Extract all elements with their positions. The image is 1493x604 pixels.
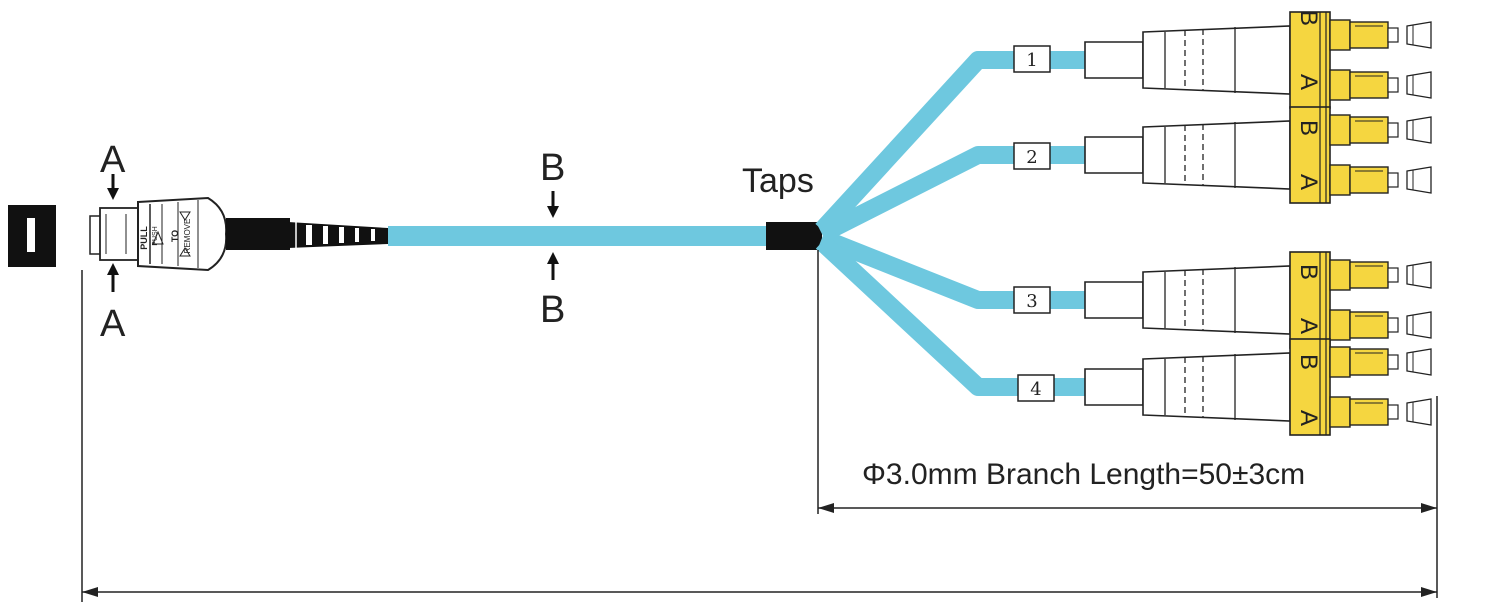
section-label-b-bottom: B	[540, 289, 565, 331]
svg-text:4: 4	[1030, 379, 1041, 400]
svg-text:2: 2	[1026, 147, 1037, 168]
breakout-tap	[766, 222, 822, 250]
connector-4-label-b: B	[1295, 354, 1322, 370]
connector-1-label-a: A	[1295, 74, 1322, 90]
taps-label: Taps	[742, 162, 814, 200]
arrow-up-icon-b	[547, 252, 559, 280]
branch-number-4: 4	[1017, 374, 1055, 402]
lc-duplex-connector-2: B A	[1084, 106, 1432, 204]
svg-text:1: 1	[1026, 50, 1037, 71]
svg-text:3: 3	[1026, 291, 1037, 312]
lc-duplex-connector-3: B A	[1084, 251, 1432, 349]
lc-duplex-connector-4: B A	[1084, 338, 1432, 436]
connector-4-label-a: A	[1295, 410, 1322, 426]
fanout-branches	[815, 51, 1085, 396]
branch-cable-4	[815, 235, 1085, 396]
branch-length-label: Φ3.0mm Branch Length=50±3cm	[862, 458, 1305, 491]
mpo-text-to: TO	[170, 230, 180, 242]
connector-2-label-b: B	[1295, 120, 1322, 136]
mpo-text-pull: PULL	[139, 226, 149, 250]
overall-length-dimension	[81, 270, 1437, 602]
section-label-a-bottom: A	[100, 303, 126, 345]
lc-duplex-connector-1: B A	[1084, 10, 1432, 109]
dust-cap	[8, 205, 56, 267]
trunk-cable	[388, 226, 768, 246]
section-label-b-top: B	[540, 147, 565, 189]
connector-3-label-b: B	[1295, 264, 1322, 280]
mpo-boot	[226, 218, 388, 250]
connector-1-label-b: B	[1295, 10, 1322, 26]
arrow-down-icon-b	[547, 191, 559, 218]
connector-3-label-a: A	[1295, 318, 1322, 334]
connector-2-label-a: A	[1295, 174, 1322, 190]
branch-number-1: 1	[1013, 45, 1051, 73]
branch-number-2: 2	[1013, 142, 1051, 170]
arrow-down-icon-a	[107, 174, 119, 200]
mpo-text-remove: REMOVE	[183, 219, 192, 254]
mpo-connector: PULL PUSH TO REMOVE	[89, 196, 228, 272]
branch-length-dimension	[817, 250, 1438, 598]
mpo-text-push: PUSH	[152, 226, 159, 245]
branch-number-3: 3	[1013, 286, 1051, 314]
arrow-up-icon-a	[107, 263, 119, 292]
